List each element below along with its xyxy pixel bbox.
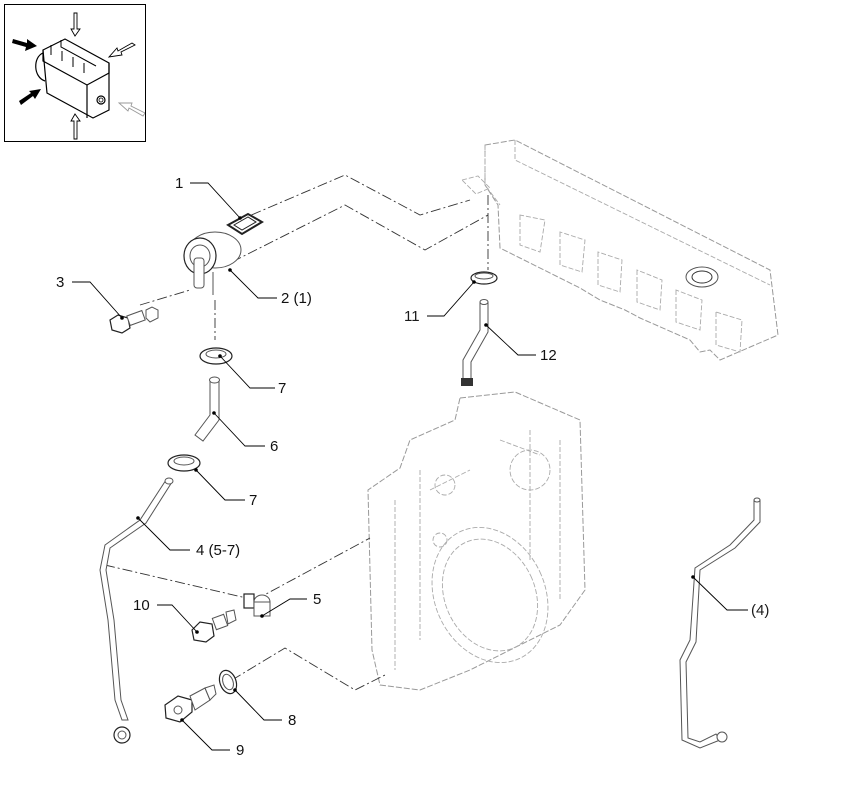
callout-6: 6 (270, 438, 279, 455)
part-6-hose (194, 376, 220, 442)
callout-11: 11 (404, 308, 420, 325)
orientation-inset (4, 4, 146, 142)
callout-3: 3 (56, 274, 65, 291)
part-2-oil-separator (183, 231, 242, 295)
part-10-flange-bolt (191, 609, 237, 643)
callout-7-lower: 7 (249, 492, 258, 509)
part-1-gasket (226, 212, 264, 236)
engine-block-icon (35, 38, 110, 119)
part-7-clamp-upper (199, 347, 233, 365)
callout-4: 4 (5-7) (196, 542, 241, 559)
leader-lines (72, 182, 748, 751)
callout-7-upper: 7 (278, 380, 287, 397)
callout-10: 10 (133, 597, 150, 614)
part-11-clamp (470, 271, 498, 285)
engine-orientation-icon (12, 12, 146, 140)
view-arrows-icon (12, 12, 146, 140)
part-3-bolt (109, 306, 159, 334)
callout-9: 9 (236, 742, 245, 759)
rocker-cover (461, 139, 779, 361)
part-8-washer (218, 669, 238, 695)
part-5-clip (243, 593, 271, 617)
part-7-clamp-lower (167, 454, 201, 472)
callout-12: 12 (540, 347, 557, 364)
part-9-union (164, 684, 217, 723)
assembly-center-lines (104, 174, 489, 691)
callout-5: 5 (313, 591, 322, 608)
part-4-pipe (99, 477, 174, 744)
callout-8: 8 (288, 712, 297, 729)
part-12-breather-pipe (461, 299, 489, 386)
callout-1: 1 (175, 175, 184, 192)
callout-4-alt: (4) (751, 602, 770, 619)
part-4-alt-view-pipe (679, 497, 761, 749)
timing-case-cover (367, 391, 586, 691)
callout-2: 2 (1) (281, 290, 312, 307)
